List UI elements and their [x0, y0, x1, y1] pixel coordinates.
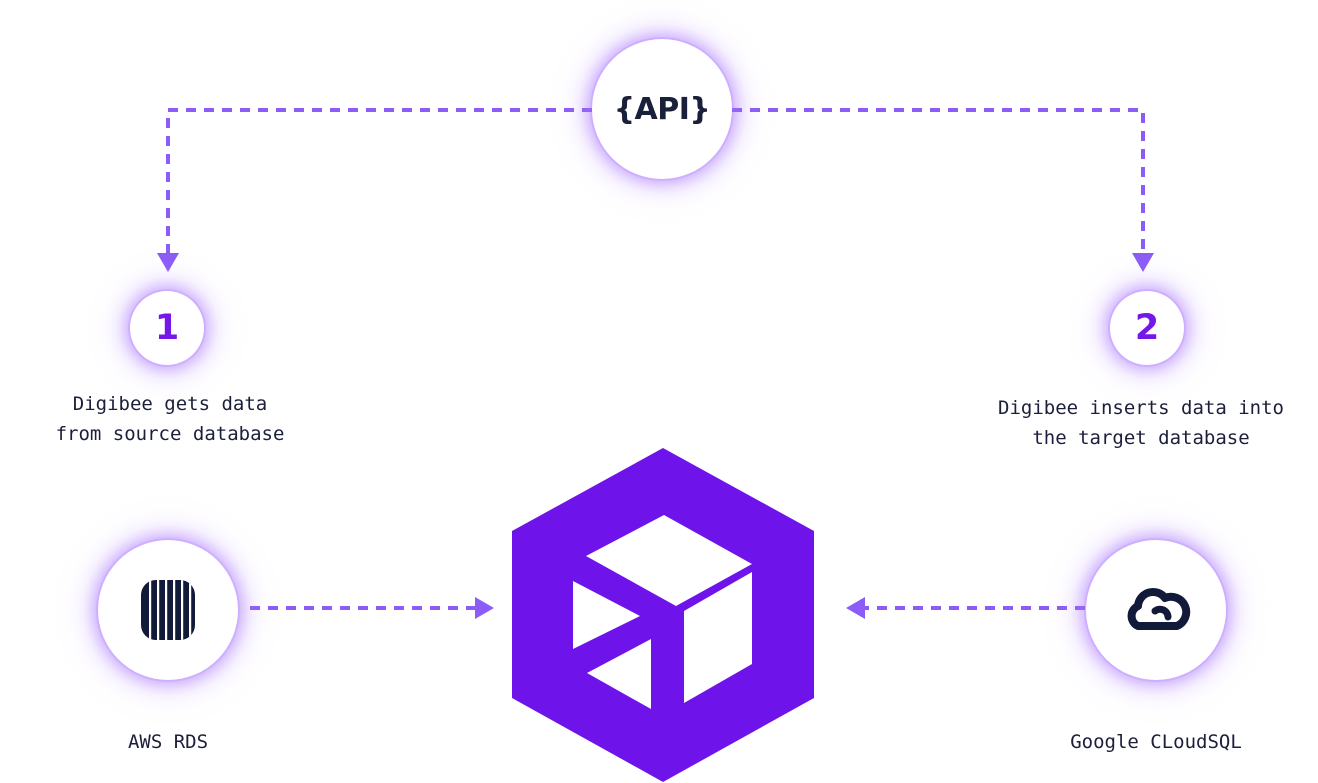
target-label: Google CLoudSQL	[1070, 731, 1242, 753]
target-database-node	[1086, 540, 1226, 680]
step-1-node: 1	[130, 291, 204, 365]
step-2-caption: Digibee inserts data into the target dat…	[960, 393, 1318, 453]
aws-rds-icon	[141, 580, 195, 640]
api-to-step-2-connector	[732, 108, 1145, 258]
step-1-number: 1	[154, 308, 180, 348]
hub-hexagon	[512, 448, 814, 782]
digibee-logo-icon	[512, 448, 814, 782]
hub-small-triangle	[587, 639, 651, 709]
step-2-node: 2	[1110, 291, 1184, 365]
step-1-caption: Digibee gets data from source database	[30, 389, 310, 449]
google-cloudsql-icon	[1127, 588, 1191, 630]
step-2-number: 2	[1134, 308, 1160, 348]
source-label: AWS RDS	[127, 731, 209, 753]
step-2-caption-line: Digibee inserts data into	[998, 397, 1284, 419]
hub-play-triangle	[573, 581, 640, 649]
api-to-step-1-connector	[166, 108, 592, 258]
step-1-caption-line: from source database	[55, 423, 285, 445]
api-node: {API}	[592, 39, 732, 179]
api-label: {API}	[613, 91, 711, 127]
hub-cube-right-face	[684, 572, 752, 703]
arrowhead-down-icon	[157, 253, 179, 272]
source-database-node	[98, 540, 238, 680]
arrowhead-left-icon	[846, 597, 865, 619]
step-1-caption-line: Digibee gets data	[72, 393, 268, 415]
arrowhead-right-icon	[475, 597, 494, 619]
step-2-caption-line: the target database	[1032, 427, 1250, 449]
arrowhead-down-icon	[1132, 253, 1154, 272]
hub-cube-top-face	[586, 515, 752, 606]
